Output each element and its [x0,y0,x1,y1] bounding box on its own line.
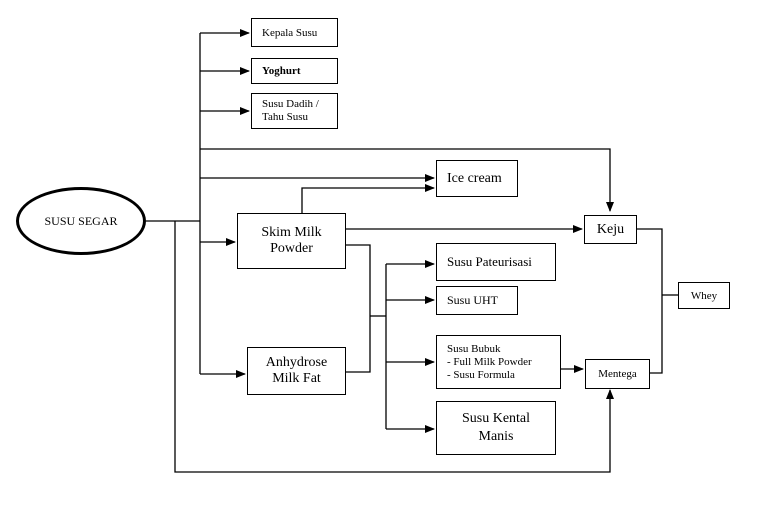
keju-label: Keju [596,221,625,237]
susu-kental-label-2: Manis [478,429,514,444]
anhydrose-milk-fat-box: Anhydrose Milk Fat [247,347,346,395]
skim-milk-label-2: Powder [270,241,313,256]
ice-cream-box: Ice cream [436,160,518,197]
keju-box: Keju [584,215,637,244]
susu-bubuk-label-2: - Full Milk Powder [447,355,532,368]
kepala-susu-label: Kepala Susu [262,26,318,39]
whey-label: Whey [690,289,718,302]
ice-cream-label: Ice cream [447,170,502,186]
kepala-susu-box: Kepala Susu [251,18,338,47]
yoghurt-label: Yoghurt [262,65,301,77]
susu-pasteurisasi-box: Susu Pateurisasi [436,243,556,281]
susu-bubuk-label-3: - Susu Formula [447,368,515,381]
susu-dadih-box: Susu Dadih / Tahu Susu [251,93,338,129]
amf-label-2: Milk Fat [272,371,321,386]
susu-dadih-label-1: Susu Dadih / [262,98,319,110]
yoghurt-box: Yoghurt [251,58,338,84]
mentega-box: Mentega [585,359,650,389]
susu-bubuk-label-1: Susu Bubuk [447,342,501,355]
skim-milk-powder-box: Skim Milk Powder [237,213,346,269]
skim-milk-label-1: Skim Milk [261,225,322,240]
amf-label-1: Anhydrose [265,355,328,370]
whey-box: Whey [678,282,730,309]
susu-segar-label: SUSU SEGAR [44,213,118,228]
susu-pasteurisasi-label: Susu Pateurisasi [447,254,532,269]
mentega-label: Mentega [598,368,637,380]
susu-kental-label-1: Susu Kental [461,411,531,426]
susu-bubuk-box: Susu Bubuk - Full Milk Powder - Susu For… [436,335,561,389]
susu-segar-node: SUSU SEGAR [16,187,146,255]
susu-uht-label: Susu UHT [447,293,499,307]
susu-uht-box: Susu UHT [436,286,518,315]
susu-dadih-label-2: Tahu Susu [262,111,308,123]
susu-kental-manis-box: Susu Kental Manis [436,401,556,455]
